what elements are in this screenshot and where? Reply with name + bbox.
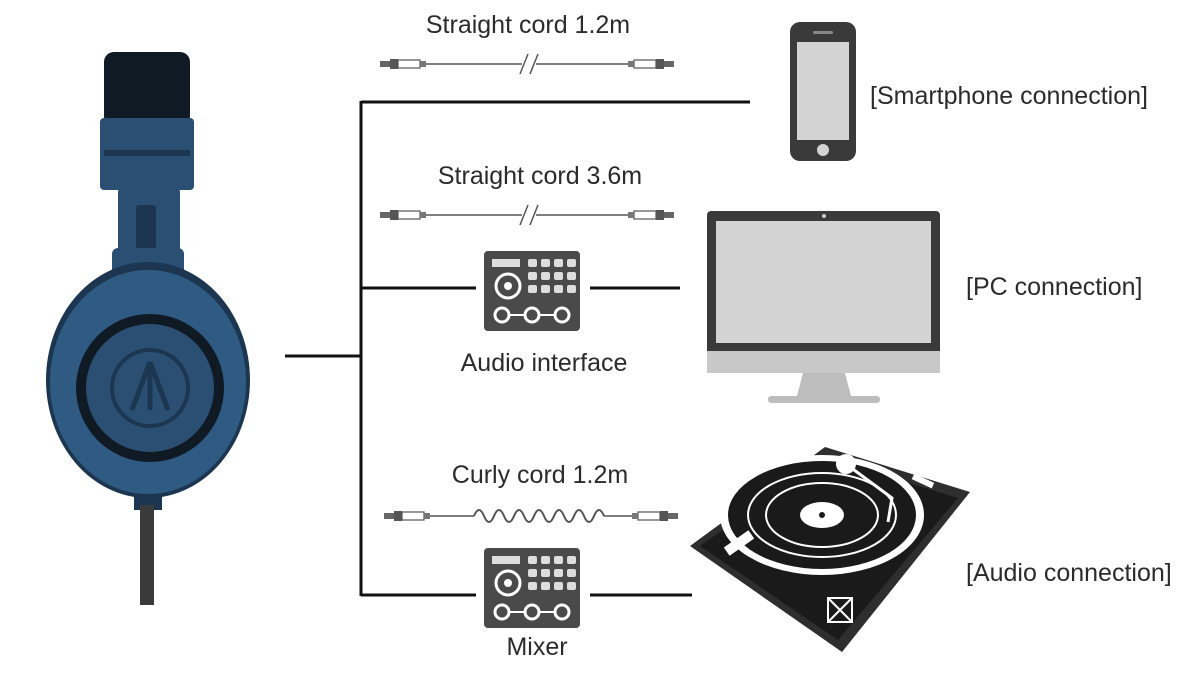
pc-connection-label: [PC connection] [966,273,1143,301]
smartphone-connection-label: [Smartphone connection] [870,82,1148,110]
mixer-label: Mixer [506,633,568,661]
turntable-icon [690,447,970,652]
straight-cord-long-icon [379,204,675,226]
mixer-icon [482,546,582,630]
audio-connection-label: [Audio connection] [966,559,1172,587]
straight-cord-long-label: Straight cord 3.6m [437,162,643,190]
straight-cord-short-icon [379,53,675,75]
straight-cord-short-label: Straight cord 1.2m [425,11,631,39]
audio-interface-label: Audio interface [460,349,628,377]
curly-cord-icon [383,509,679,523]
headphone-icon [46,52,250,605]
pc-monitor-icon [707,211,940,403]
audio-interface-icon [482,249,582,333]
curly-cord-label: Curly cord 1.2m [451,461,629,489]
smartphone-icon [790,22,856,161]
connector-lines [285,100,750,597]
